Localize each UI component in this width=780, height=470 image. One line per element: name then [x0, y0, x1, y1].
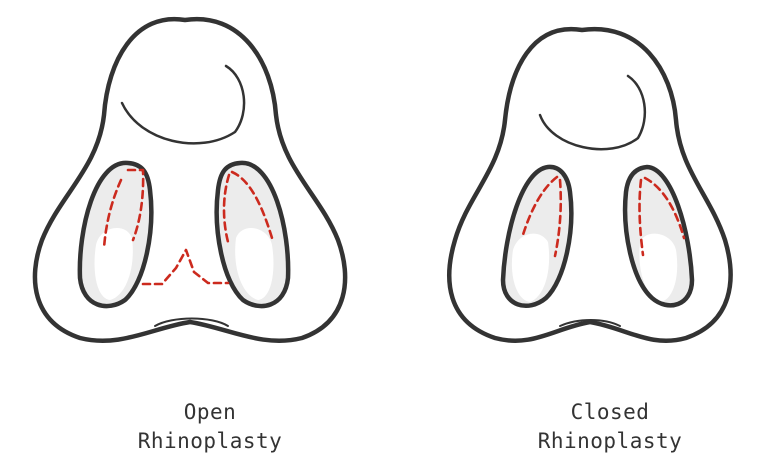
open-rhinoplasty-diagram: [32, 16, 348, 343]
caption-line-2: Rhinoplasty: [137, 429, 283, 453]
nasal-tip-contour: [538, 74, 646, 151]
caption-line-1: Open: [183, 400, 237, 424]
incision-line-icon: [553, 178, 563, 258]
incision-line-icon: [643, 176, 686, 240]
incision-line-icon: [230, 170, 274, 240]
nasal-tip-contour: [120, 64, 246, 145]
transcolumellar-incision-icon: [141, 248, 230, 286]
nostril-sill-line: [154, 317, 229, 327]
incision-line-icon: [222, 173, 231, 244]
caption-line-2: Rhinoplasty: [537, 429, 683, 453]
closed-rhinoplasty-caption: Closed Rhinoplasty: [490, 398, 730, 456]
right-nostril-icon: [622, 164, 695, 308]
incision-line-icon: [126, 168, 145, 242]
nostril-sill-line: [559, 319, 621, 327]
closed-incision-lines: [520, 175, 686, 258]
caption-line-1: Closed: [570, 400, 650, 424]
incision-line-icon: [520, 175, 559, 240]
closed-rhinoplasty-diagram: [447, 26, 733, 343]
left-nostril-icon: [500, 164, 574, 309]
right-nostril-icon: [214, 160, 291, 309]
nose-base-outline-icon: [447, 26, 733, 343]
incision-line-icon: [102, 178, 123, 250]
left-nostril-icon: [77, 160, 154, 309]
open-incision-lines: [102, 168, 274, 286]
open-rhinoplasty-caption: Open Rhinoplasty: [90, 398, 330, 456]
incision-line-icon: [638, 178, 645, 257]
nose-base-outline-icon: [32, 16, 348, 343]
